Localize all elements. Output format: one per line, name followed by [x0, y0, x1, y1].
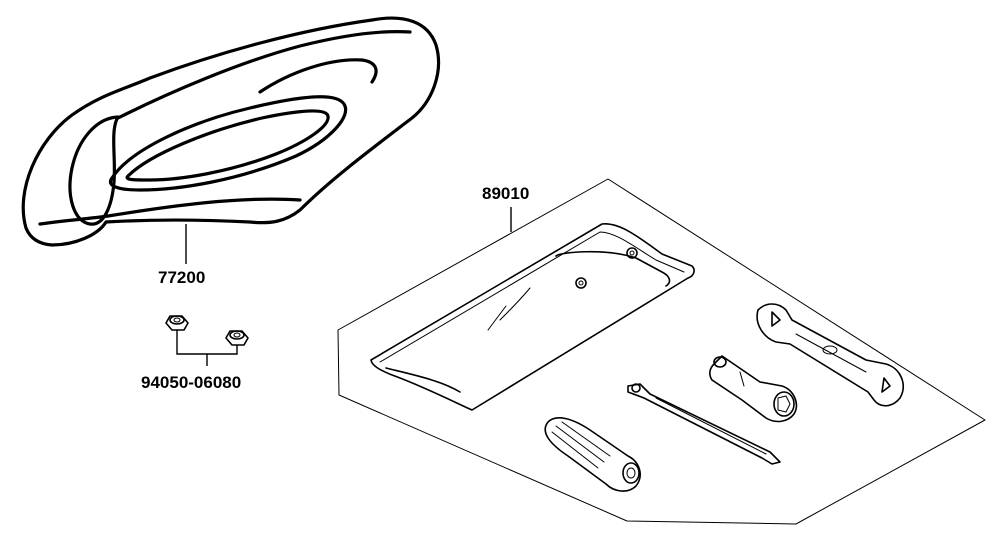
- seat-drawing: [21, 16, 441, 247]
- screwdriver-handle: [544, 417, 641, 492]
- nut-left: [165, 315, 189, 331]
- tool-pouch: [370, 223, 695, 411]
- tool-kit-part-number: 89010: [482, 184, 529, 203]
- nut-right: [225, 330, 249, 346]
- nuts-part-number: 94050-06080: [141, 373, 241, 392]
- nuts-leader: [176, 330, 238, 366]
- screwdriver-shaft: [627, 383, 781, 465]
- tool-kit-outline: [337, 178, 986, 525]
- box-wrench: [709, 355, 798, 423]
- open-end-spanner: [756, 303, 904, 407]
- seat-part-number: 77200: [158, 268, 205, 287]
